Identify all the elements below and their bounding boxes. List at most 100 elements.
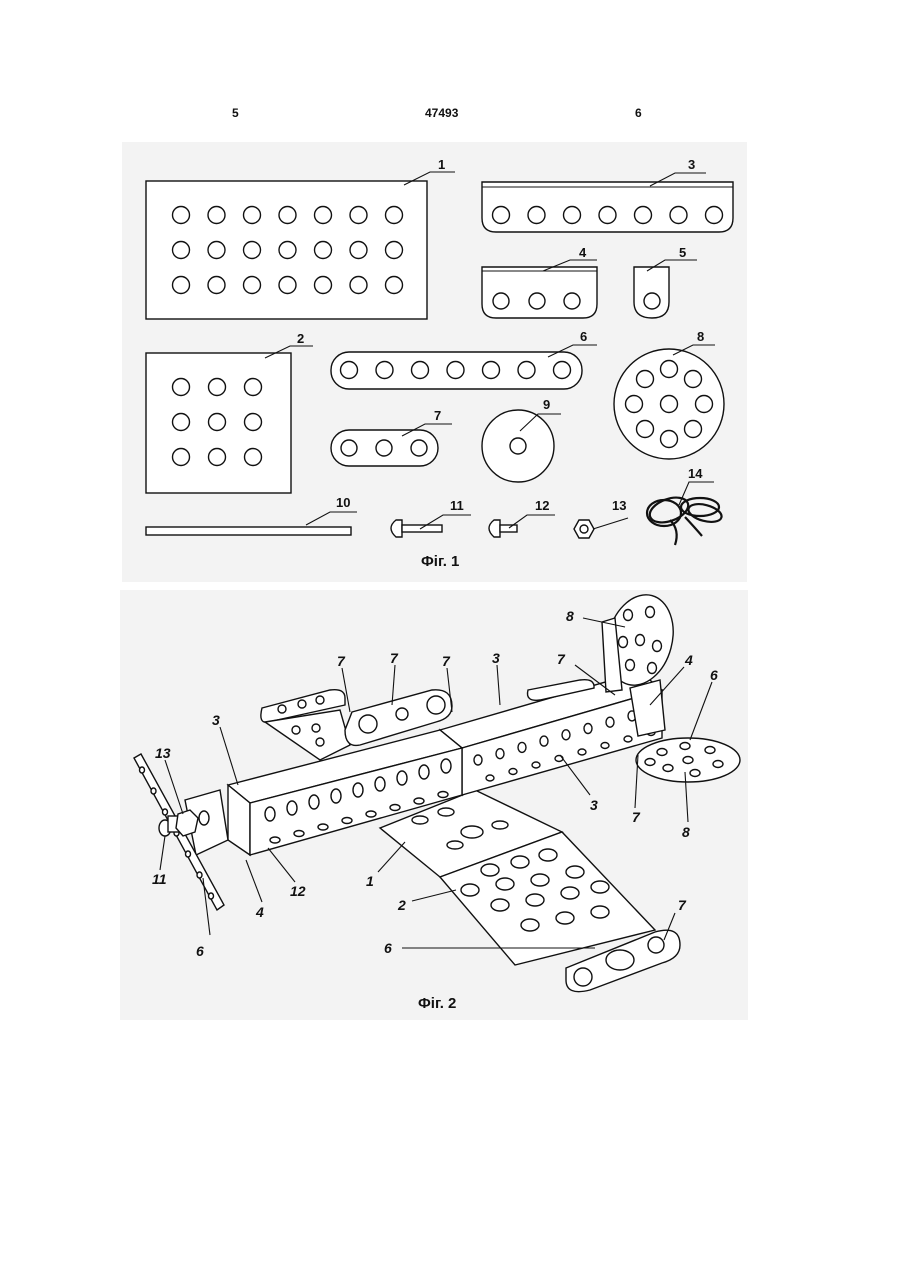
hole [209, 414, 226, 431]
fig1-label-6: 6 [580, 329, 587, 344]
hole [491, 899, 509, 911]
hole [461, 884, 479, 896]
hole [696, 396, 713, 413]
fig2-label-4-left: 4 [255, 904, 264, 920]
fig1-label-8: 8 [697, 329, 704, 344]
hole [397, 771, 407, 785]
fig1-label-3: 3 [688, 157, 695, 172]
part-9-washer [482, 410, 554, 482]
hole [197, 872, 202, 878]
hole [661, 431, 678, 448]
hole [670, 207, 687, 224]
fig2-label-1: 1 [366, 873, 374, 889]
fig1-label-7: 7 [434, 408, 441, 423]
hole [315, 242, 332, 259]
hole [353, 783, 363, 797]
fig2-label-6-bottom: 6 [384, 940, 392, 956]
hole [140, 767, 145, 773]
hole [350, 207, 367, 224]
fig2-label-11: 11 [152, 871, 167, 887]
hole [518, 362, 535, 379]
hole [645, 759, 655, 766]
hole [619, 637, 628, 648]
hole [626, 660, 635, 671]
hole [680, 743, 690, 750]
hole [173, 449, 190, 466]
hole [318, 824, 328, 830]
hole [657, 749, 667, 756]
hole [496, 749, 504, 759]
hole [173, 242, 190, 259]
hole [309, 795, 319, 809]
hole [294, 831, 304, 837]
fig1-label-4: 4 [579, 245, 587, 260]
part-13-nut [574, 520, 594, 538]
hole [683, 757, 693, 764]
fig1-label-10: 10 [336, 495, 350, 510]
fig2-label-6-right: 6 [710, 667, 718, 683]
hole [637, 371, 654, 388]
part-4-short-bracket [482, 267, 597, 318]
part-1-large-plate [146, 181, 427, 319]
hole [245, 379, 262, 396]
part-3-long-bracket [482, 182, 733, 232]
hole [186, 851, 191, 857]
hole [331, 789, 341, 803]
hole [376, 362, 393, 379]
fig1-label-13: 13 [612, 498, 626, 513]
hole [287, 801, 297, 815]
hole [245, 449, 262, 466]
hole [208, 207, 225, 224]
fig2-label-6-left: 6 [196, 943, 204, 959]
hole [509, 769, 517, 775]
hole [173, 277, 190, 294]
fig2-label-4-right: 4 [684, 652, 693, 668]
hole [661, 396, 678, 413]
hole [564, 207, 581, 224]
hole [245, 414, 262, 431]
hole [705, 747, 715, 754]
hole [626, 396, 643, 413]
hole [279, 277, 296, 294]
hole [244, 207, 261, 224]
hole [566, 866, 584, 878]
hole [591, 881, 609, 893]
hole [531, 874, 549, 886]
fig2-label-7-c: 7 [442, 653, 451, 669]
hole [375, 777, 385, 791]
hole [690, 770, 700, 777]
hole [163, 809, 168, 815]
fig1-label-9: 9 [543, 397, 550, 412]
fig2-label-7-e: 7 [632, 809, 641, 825]
fig2-label-3-top: 3 [492, 650, 500, 666]
hole [599, 207, 616, 224]
hole [532, 762, 540, 768]
fig2-label-3-bottom: 3 [590, 797, 598, 813]
hole [173, 379, 190, 396]
fig2-label-12: 12 [290, 883, 306, 899]
hole [713, 761, 723, 768]
hole [244, 277, 261, 294]
fig2-label-3-left: 3 [212, 712, 220, 728]
hole [279, 207, 296, 224]
hole [661, 361, 678, 378]
hole [481, 864, 499, 876]
hole [562, 730, 570, 740]
hole [173, 207, 190, 224]
hole [419, 765, 429, 779]
fig2-label-13: 13 [155, 745, 171, 761]
hole [486, 775, 494, 781]
hole [447, 362, 464, 379]
fig2-label-7-a: 7 [337, 653, 346, 669]
hole [685, 371, 702, 388]
hole [584, 724, 592, 734]
fig1-label-12: 12 [535, 498, 549, 513]
hole [390, 805, 400, 811]
hole [265, 807, 275, 821]
hole [539, 849, 557, 861]
fig2-label-2: 2 [397, 897, 406, 913]
hole [648, 663, 657, 674]
fig2-label-7-d: 7 [557, 651, 566, 667]
hole [270, 837, 280, 843]
